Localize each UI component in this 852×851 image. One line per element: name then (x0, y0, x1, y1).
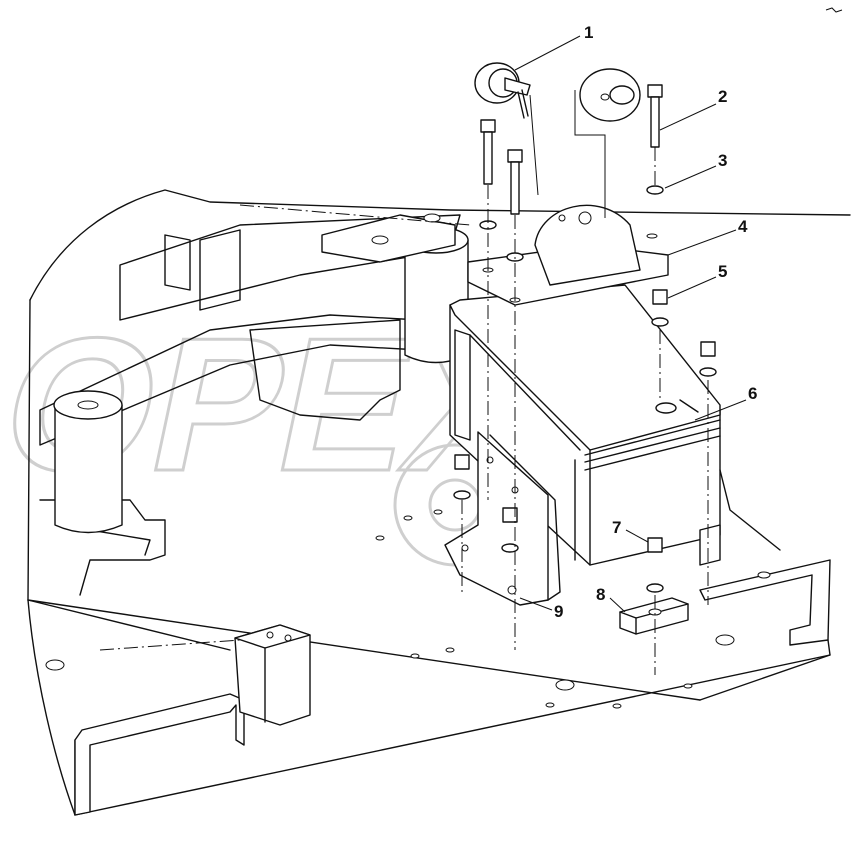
mounting-bracket (467, 204, 669, 306)
bolts (454, 84, 716, 553)
bolt-long-c (647, 84, 663, 148)
key-switch (474, 62, 531, 119)
bolt-short-a (652, 289, 668, 305)
bolt-short-c (454, 454, 470, 470)
spacer-block (619, 597, 689, 635)
callouts: 1 2 3 4 5 6 7 8 9 (554, 23, 757, 621)
upper-bracket (321, 213, 456, 263)
callout-7: 7 (612, 518, 621, 537)
floor-holes (45, 509, 735, 709)
corner-mark (825, 7, 843, 13)
switch-detail (529, 68, 641, 218)
callout-8: 8 (596, 585, 605, 604)
callout-6: 6 (748, 384, 757, 403)
callout-3: 3 (718, 151, 727, 170)
side-plate (444, 431, 561, 606)
frame-plate (27, 189, 851, 816)
callout-5: 5 (718, 262, 727, 281)
bolt-short-d (502, 507, 518, 523)
bolt-short-b (700, 341, 716, 357)
callout-1: 1 (584, 23, 593, 42)
bolt-long-b (507, 149, 523, 215)
callout-2: 2 (718, 87, 727, 106)
battery-box (449, 284, 721, 566)
callout-9: 9 (554, 602, 563, 621)
right-rail (699, 469, 831, 646)
bolt-long-a (480, 119, 496, 185)
cylinder-left (53, 390, 123, 534)
center-lines (99, 147, 709, 675)
support-post (234, 624, 311, 726)
leader-lines (514, 35, 747, 613)
callout-4: 4 (738, 217, 748, 236)
bolt-short-e (647, 537, 663, 553)
